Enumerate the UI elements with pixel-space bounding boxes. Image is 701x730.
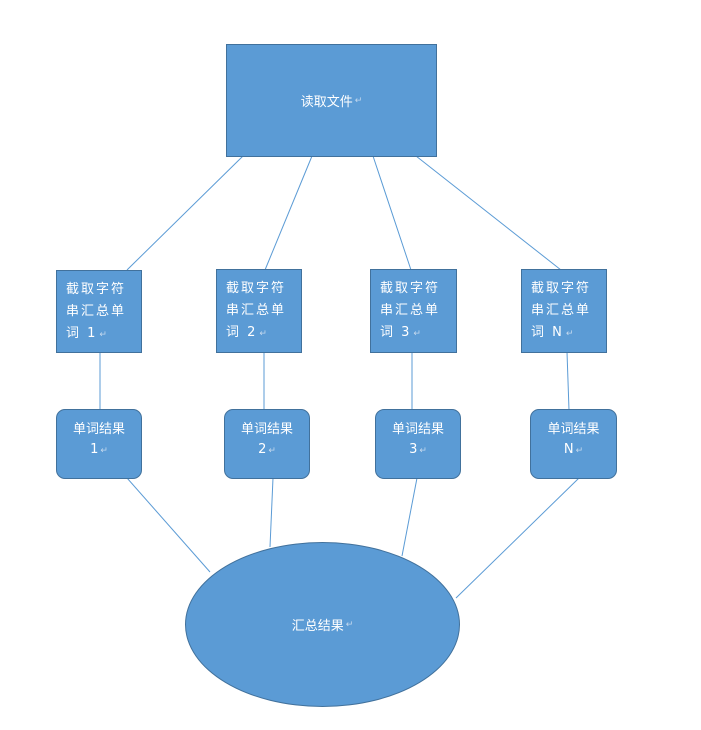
- split-node-2[interactable]: 截取字符 串汇总单 词 2↵: [216, 269, 302, 353]
- paragraph-mark: ↵: [413, 329, 423, 339]
- paragraph-mark: ↵: [419, 446, 427, 456]
- connector-read-split-4: [415, 155, 562, 271]
- result-node-2[interactable]: 单词结果 2↵: [224, 409, 310, 479]
- paragraph-mark: ↵: [354, 95, 363, 106]
- result-node-3[interactable]: 单词结果 3↵: [375, 409, 461, 479]
- split-node-line: 截取字符: [380, 281, 441, 296]
- result-node-line: 单词结果: [547, 422, 600, 437]
- connector-result-summary-2: [269, 477, 274, 548]
- paragraph-mark: ↵: [565, 329, 576, 339]
- result-node-1[interactable]: 单词结果 1↵: [56, 409, 142, 479]
- connector-result-summary-1: [126, 477, 211, 573]
- read-file-node[interactable]: 读取文件↵: [226, 44, 437, 157]
- split-node-line: 词 2: [226, 325, 258, 340]
- result-node-line: 2: [258, 442, 267, 457]
- split-node-3[interactable]: 截取字符 串汇总单 词 3↵: [370, 269, 457, 353]
- result-node-line: 1: [90, 442, 99, 457]
- paragraph-mark: ↵: [100, 446, 108, 456]
- split-node-4[interactable]: 截取字符 串汇总单 词 N↵: [521, 269, 607, 353]
- connector-read-split-2: [264, 155, 313, 271]
- paragraph-mark: ↵: [268, 446, 276, 456]
- paragraph-mark: ↵: [345, 619, 354, 630]
- split-node-line: 串汇总单: [66, 304, 127, 319]
- paragraph-mark: ↵: [575, 446, 584, 456]
- connector-read-split-3: [372, 155, 412, 271]
- result-node-line: 单词结果: [72, 422, 125, 437]
- split-node-line: 串汇总单: [531, 303, 592, 318]
- result-node-line: N: [563, 442, 574, 457]
- split-node-line: 词 N: [531, 325, 564, 340]
- split-node-line: 截取字符: [226, 281, 287, 296]
- result-node-line: 单词结果: [391, 422, 444, 437]
- connector-result-summary-4: [455, 477, 580, 599]
- summary-label: 汇总结果: [291, 619, 344, 634]
- connector-result-summary-3: [401, 477, 418, 557]
- split-node-line: 截取字符: [66, 282, 127, 297]
- split-node-line: 串汇总单: [226, 303, 287, 318]
- split-node-line: 串汇总单: [380, 303, 441, 318]
- read-file-label: 读取文件: [300, 95, 353, 110]
- result-node-line: 3: [409, 442, 418, 457]
- connector-read-split-1: [126, 155, 244, 271]
- paragraph-mark: ↵: [259, 329, 269, 339]
- split-node-line: 词 1: [66, 326, 98, 341]
- connector-split-result-4: [566, 351, 570, 411]
- result-node-line: 单词结果: [240, 422, 293, 437]
- result-node-4[interactable]: 单词结果 N↵: [530, 409, 617, 479]
- split-node-1[interactable]: 截取字符 串汇总单 词 1↵: [56, 270, 142, 353]
- paragraph-mark: ↵: [99, 330, 109, 340]
- summary-ellipse-node[interactable]: 汇总结果↵: [185, 542, 460, 707]
- split-node-line: 词 3: [380, 325, 412, 340]
- split-node-line: 截取字符: [531, 281, 592, 296]
